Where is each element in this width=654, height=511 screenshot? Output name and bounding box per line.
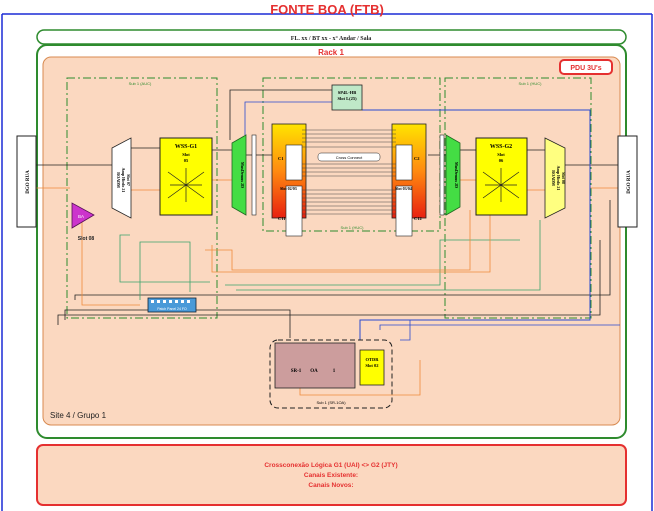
sub-label-left-top: Sub 1 (AUC)	[129, 81, 152, 86]
sp4l-hb[interactable]	[331, 84, 363, 111]
filter-right	[439, 134, 445, 216]
muxdemux-right-label: MuxDemux 2D	[454, 162, 459, 188]
rack-label: Rack 1	[318, 48, 344, 57]
sr-block[interactable]	[274, 342, 356, 389]
dgo-right[interactable]	[617, 135, 638, 228]
roadm-right-line1: ROADM	[551, 170, 556, 186]
patch-panel-ports	[151, 300, 190, 303]
oxc-right-panel-b	[395, 185, 413, 237]
fiber-lines	[36, 89, 620, 396]
sub-group-left	[66, 77, 218, 319]
sub-label-center: Sub 1 (HUC)	[341, 225, 365, 230]
cross-connect-lines	[302, 129, 396, 215]
sr-label-1: SR-1	[291, 369, 302, 374]
muxdemux-left-label: MuxDemux 2D	[240, 162, 245, 188]
group-label: Site 4 / Grupo 1	[50, 411, 107, 420]
oxc-left-port-b: C11	[278, 216, 286, 221]
sub-group-center	[262, 77, 441, 232]
otdr-slot: Slot 02	[365, 363, 379, 368]
wss-g1-slot-num: 05	[184, 158, 189, 163]
sr-label-3: 1	[333, 369, 336, 374]
oxc-right-panel-a	[395, 144, 413, 181]
wss-g1-title: WSS-G1	[175, 144, 197, 150]
roadm-left-line1: ROADM	[116, 172, 121, 188]
wss-g2-slot-word: Slot	[497, 152, 505, 157]
crossconnect-box	[36, 444, 627, 506]
wss-g1-slot-word: Slot	[182, 152, 190, 157]
dgo-left[interactable]	[16, 135, 37, 228]
filter-left	[251, 134, 257, 216]
cross-connect-label: Cross Connect	[336, 155, 363, 160]
dgo-left-label: DGO RUA	[26, 170, 31, 194]
muxdemux-left[interactable]	[231, 134, 247, 216]
otdr-title: OTDR	[365, 357, 379, 362]
dgo-right-label: DGO RUA	[627, 170, 632, 194]
amplifier-slot: Slot 08	[78, 236, 95, 242]
wss-g2[interactable]	[475, 137, 528, 216]
sp4l-title: SP4L-HB	[338, 90, 357, 95]
oxc-right-slot: Slot 03/04	[395, 186, 412, 191]
oxc-right-port-a: C2	[414, 156, 420, 161]
pdu-box	[559, 59, 613, 75]
otdr-module[interactable]	[359, 349, 385, 386]
wss-g2-slot-num: 06	[499, 158, 504, 163]
roadm-left-line2: Amp Hirdo 21	[121, 168, 126, 193]
roadm-right[interactable]	[544, 137, 566, 219]
pdu-label: PDU 3U's	[570, 65, 601, 72]
sub-label-right-top: Sub 1 (HUC)	[519, 81, 543, 86]
sub-label-bottom: Sub 1 (SR-1OA)	[316, 400, 346, 405]
sr-group	[269, 339, 393, 409]
cross-connect-tag	[317, 152, 381, 162]
muxdemux-right[interactable]	[445, 134, 461, 216]
oxc-right-port-b: C12	[414, 216, 422, 221]
wss-g1-switch-icon	[167, 168, 205, 202]
roadm-right-line3: Slot 08	[561, 172, 566, 184]
sp4l-slot: Slot L(25)	[337, 96, 357, 101]
sr-label-2: OA	[310, 369, 318, 374]
oxc-left-panel-a	[285, 144, 303, 181]
sub-group-right	[444, 77, 592, 319]
wss-g2-switch-icon	[482, 168, 520, 202]
crossconnect-line3: Canais Novos:	[308, 482, 353, 489]
oxc-left-panel-b	[285, 185, 303, 237]
patch-panel-label: Patch Panel 24 FO	[157, 307, 187, 311]
crossconnect-line2: Canais Existente:	[304, 472, 358, 479]
amplifier-label: BA	[78, 214, 84, 219]
roadm-left[interactable]	[111, 137, 132, 219]
roadm-right-line2: Amp Hirdo 21	[556, 166, 561, 191]
oxc-left-slot: Slot 02/03	[280, 186, 297, 191]
amplifier-icon[interactable]	[71, 202, 95, 229]
floor-label: FL. xx / BT xx - x° Andar / Sala	[291, 35, 372, 42]
oxc-left-port-a: C1	[278, 156, 284, 161]
roadm-left-line3: Slot 07	[126, 174, 131, 186]
crossconnect-line1: Crossconexão Lógica G1 (UAI) <> G2 (JTY)	[264, 462, 397, 469]
wss-g2-title: WSS-G2	[490, 144, 512, 150]
site-title: FONTE BOA (FTB)	[270, 2, 384, 17]
